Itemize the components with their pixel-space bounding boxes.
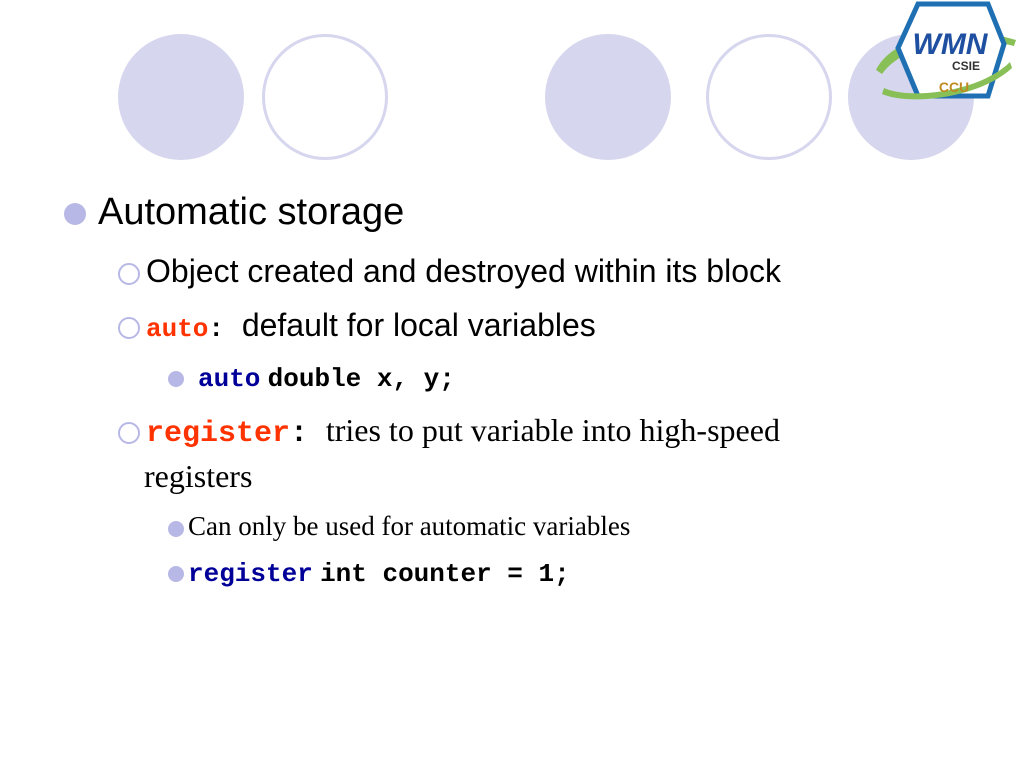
keyword-colon: : (290, 417, 309, 451)
bullet-ring-icon (118, 421, 140, 444)
bullet-sub3: register: tries to put variable into hig… (118, 412, 780, 451)
bullet-sub3-text-line1: tries to put variable into high-speed (325, 412, 780, 448)
bullet-dot-icon (168, 371, 184, 388)
code-keyword-auto: auto (198, 364, 261, 394)
code-keyword-register: register (188, 559, 313, 589)
bullet-sub3-child1-text: Can only be used for automatic variables (188, 511, 631, 541)
decorative-circle-ring-1 (262, 34, 388, 160)
bullet-sub3-child2: register int counter = 1; (168, 557, 570, 589)
bullet-sub2: auto: default for local variables (118, 307, 596, 344)
bullet-dot-icon (168, 520, 184, 537)
bullet-dot-icon (168, 566, 184, 583)
bullet-ring-icon (118, 262, 140, 285)
bullet-sub1-text: Object created and destroyed within its … (146, 253, 781, 289)
keyword-colon: : (208, 314, 225, 344)
logo-text-sub2: CCU (939, 79, 969, 95)
bullet-ring-icon (118, 316, 140, 339)
decorative-circle-filled-1 (118, 34, 244, 160)
decorative-circle-ring-2 (706, 34, 832, 160)
keyword-register: register (146, 417, 291, 451)
bullet-sub1: Object created and destroyed within its … (118, 253, 781, 290)
code-rest: int counter = 1; (320, 559, 570, 589)
bullet-sub3-continuation: registers (144, 458, 253, 494)
bullet-sub2-child: auto double x, y; (168, 362, 455, 394)
wmn-logo: WMN CSIE CCU (876, 1, 1016, 100)
bullet-sub3-child1: Can only be used for automatic variables (168, 511, 630, 542)
bullet-level1: Automatic storage (64, 191, 404, 234)
logo-text-sub1: CSIE (952, 59, 980, 73)
code-rest: double x, y; (267, 364, 455, 394)
logo-text-main: WMN (913, 28, 989, 61)
keyword-auto: auto (146, 314, 209, 344)
bullet-dot-icon (64, 202, 86, 225)
decorative-circle-filled-2 (545, 34, 671, 160)
bullet-level1-text: Automatic storage (98, 191, 405, 233)
bullet-sub2-text: default for local variables (241, 307, 596, 343)
